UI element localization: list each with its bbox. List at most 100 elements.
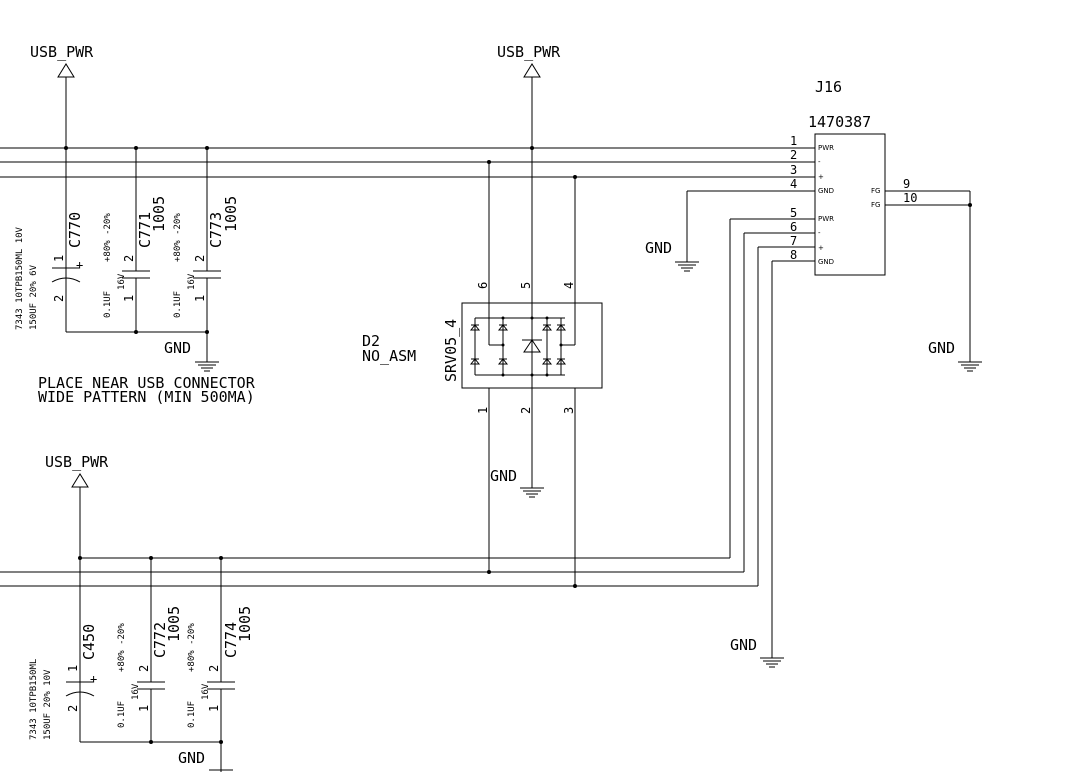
svg-text:1: 1 bbox=[193, 295, 207, 302]
svg-text:150UF 20% 10V: 150UF 20% 10V bbox=[43, 669, 53, 740]
capacitor-c771: C771 1005 2 1 +80% -20% 16V 0.1UF bbox=[103, 148, 168, 332]
connector-lower-routing bbox=[729, 218, 815, 658]
top-bus bbox=[0, 146, 815, 179]
gnd-label-6: GND bbox=[178, 749, 205, 767]
svg-text:0.1UF: 0.1UF bbox=[103, 291, 113, 318]
svg-text:0.1UF: 0.1UF bbox=[117, 701, 127, 728]
bottom-bus bbox=[0, 556, 758, 588]
svg-text:3: 3 bbox=[790, 163, 797, 177]
svg-text:1005: 1005 bbox=[165, 606, 183, 642]
svg-text:7343 10TPB150ML: 7343 10TPB150ML bbox=[29, 659, 39, 740]
note-line-2: WIDE PATTERN (MIN 500MA) bbox=[38, 388, 255, 406]
svg-text:7343 10TPB150ML 10V: 7343 10TPB150ML 10V bbox=[15, 226, 25, 330]
diode-array-d2: D2 NO_ASM SRV05_4 6 5 4 1 2 3 bbox=[362, 162, 603, 586]
svg-text:2: 2 bbox=[207, 665, 221, 672]
svg-text:+: + bbox=[818, 173, 824, 181]
svg-text:150UF 20% 6V: 150UF 20% 6V bbox=[29, 264, 39, 330]
svg-text:1: 1 bbox=[476, 407, 490, 414]
capacitor-c770: + C770 1 2 7343 10TPB150ML 10V 150UF 20%… bbox=[15, 212, 84, 332]
svg-text:-: - bbox=[818, 229, 821, 237]
connector-j16: J16 1470387 1 2 3 4 5 6 7 8 PWR - + GND … bbox=[790, 78, 972, 362]
c770-ref: C770 bbox=[66, 212, 84, 248]
svg-text:5: 5 bbox=[519, 282, 533, 289]
svg-text:16V: 16V bbox=[131, 683, 141, 700]
svg-text:0.1UF: 0.1UF bbox=[173, 291, 183, 318]
usb-pwr-symbol-1: USB_PWR bbox=[30, 43, 94, 332]
gnd-label-1: GND bbox=[164, 339, 191, 357]
capacitor-c450: + C450 1 2 7343 10TPB150ML 150UF 20% 10V bbox=[29, 624, 98, 742]
usb-pwr-label-1: USB_PWR bbox=[30, 43, 94, 61]
svg-text:+: + bbox=[76, 258, 83, 272]
svg-text:16V: 16V bbox=[117, 273, 127, 290]
usb-pwr-symbol-3: USB_PWR bbox=[45, 453, 109, 742]
svg-text:GND: GND bbox=[818, 187, 834, 195]
svg-text:2: 2 bbox=[193, 255, 207, 262]
svg-text:1: 1 bbox=[52, 255, 66, 262]
svg-text:6: 6 bbox=[790, 220, 797, 234]
svg-text:+: + bbox=[90, 672, 97, 686]
svg-text:GND: GND bbox=[818, 258, 834, 266]
c774-ref: C774 bbox=[222, 622, 240, 658]
gnd-label-4: GND bbox=[645, 239, 672, 257]
svg-text:1: 1 bbox=[207, 705, 221, 712]
j16-ref: J16 bbox=[815, 78, 842, 96]
d2-ref: D2 bbox=[362, 332, 380, 350]
svg-text:+: + bbox=[818, 244, 824, 252]
svg-text:2: 2 bbox=[66, 705, 80, 712]
capacitor-c772: C772 1005 2 1 +80% -20% 16V 0.1UF bbox=[117, 558, 183, 742]
gnd-label-3: GND bbox=[928, 339, 955, 357]
svg-text:+80% -20%: +80% -20% bbox=[117, 623, 127, 672]
svg-text:1005: 1005 bbox=[150, 196, 168, 232]
c772-ref: C772 bbox=[151, 622, 169, 658]
svg-text:2: 2 bbox=[137, 665, 151, 672]
gnd-symbol-3: GND bbox=[928, 339, 982, 372]
svg-text:10: 10 bbox=[903, 191, 917, 205]
svg-text:3: 3 bbox=[562, 407, 576, 414]
svg-text:1005: 1005 bbox=[236, 606, 254, 642]
svg-text:+80% -20%: +80% -20% bbox=[103, 213, 113, 262]
svg-text:1005: 1005 bbox=[222, 196, 240, 232]
svg-text:8: 8 bbox=[790, 248, 797, 262]
gnd-symbol-2: GND bbox=[490, 467, 544, 498]
d2-part: SRV05_4 bbox=[442, 319, 460, 382]
svg-text:4: 4 bbox=[562, 282, 576, 289]
usb-pwr-label-3: USB_PWR bbox=[45, 453, 109, 471]
svg-text:16V: 16V bbox=[187, 273, 197, 290]
gnd-symbol-1: GND bbox=[66, 330, 219, 372]
svg-text:0.1UF: 0.1UF bbox=[187, 701, 197, 728]
svg-text:+80% -20%: +80% -20% bbox=[187, 623, 197, 672]
svg-text:2: 2 bbox=[790, 148, 797, 162]
gnd-label-5: GND bbox=[730, 636, 757, 654]
note-line-1: PLACE NEAR USB CONNECTOR bbox=[38, 374, 256, 392]
gnd-label-2: GND bbox=[490, 467, 517, 485]
svg-text:4: 4 bbox=[790, 177, 797, 191]
svg-text:FG: FG bbox=[871, 187, 880, 195]
svg-text:+80% -20%: +80% -20% bbox=[173, 213, 183, 262]
svg-text:2: 2 bbox=[122, 255, 136, 262]
svg-text:PWR: PWR bbox=[818, 215, 834, 223]
c450-ref: C450 bbox=[80, 624, 98, 660]
gnd-symbol-5: GND bbox=[730, 636, 784, 668]
svg-text:16V: 16V bbox=[201, 683, 211, 700]
svg-text:2: 2 bbox=[519, 407, 533, 414]
usb-pwr-symbol-2: USB_PWR bbox=[497, 43, 561, 303]
svg-text:-: - bbox=[818, 158, 821, 166]
usb-pwr-label-2: USB_PWR bbox=[497, 43, 561, 61]
j16-part: 1470387 bbox=[808, 113, 871, 131]
svg-text:7: 7 bbox=[790, 234, 797, 248]
svg-text:PWR: PWR bbox=[818, 144, 834, 152]
svg-text:5: 5 bbox=[790, 206, 797, 220]
svg-text:1: 1 bbox=[137, 705, 151, 712]
svg-text:1: 1 bbox=[122, 295, 136, 302]
svg-text:FG: FG bbox=[871, 201, 880, 209]
svg-text:2: 2 bbox=[52, 295, 66, 302]
svg-text:9: 9 bbox=[903, 177, 910, 191]
gnd-symbol-4: GND bbox=[645, 190, 815, 272]
svg-text:1: 1 bbox=[790, 134, 797, 148]
capacitor-c773: C773 1005 2 1 +80% -20% 16V 0.1UF bbox=[173, 148, 240, 332]
capacitor-c774: C774 1005 2 1 +80% -20% 16V 0.1UF bbox=[187, 558, 254, 772]
c771-ref: C771 bbox=[136, 212, 154, 248]
svg-text:1: 1 bbox=[66, 665, 80, 672]
svg-text:6: 6 bbox=[476, 282, 490, 289]
c773-ref: C773 bbox=[207, 212, 225, 248]
